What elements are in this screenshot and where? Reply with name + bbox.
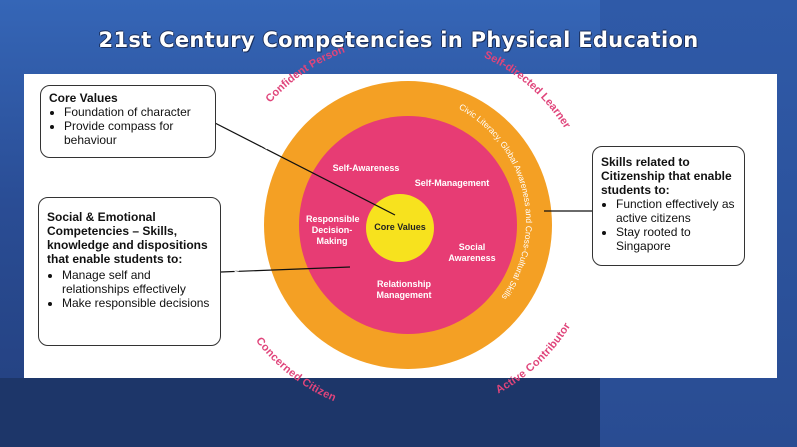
callout-citizenship-heading: Skills related to Citizenship that enabl…: [601, 155, 732, 197]
outcome-confident-person: Confident Person: [264, 43, 347, 105]
slide-title: 21st Century Competencies in Physical Ed…: [98, 28, 699, 52]
callout-social-emotional: Social & Emotional Competencies – Skills…: [38, 197, 221, 346]
core-values-label: Core Values: [374, 222, 426, 232]
callout-sec-heading: Social & Emotional Competencies – Skills…: [47, 210, 208, 266]
list-item: Provide compass for behaviour: [64, 119, 207, 147]
callout-core-list: Foundation of character Provide compass …: [49, 105, 207, 147]
callout-citizenship: Skills related to Citizenship that enabl…: [592, 146, 745, 266]
sec-self-awareness: Self-Awareness: [332, 163, 400, 173]
background-bottom-band: [0, 378, 600, 447]
callout-citizenship-list: Function effectively as active citizens …: [601, 197, 736, 253]
outcome-concerned-citizen: Concerned Citizen: [253, 335, 338, 404]
sec-self-management: Self-Management: [414, 178, 490, 188]
sec-social-awareness: Social Awareness: [448, 242, 496, 263]
callout-core-heading: Core Values: [49, 91, 118, 105]
sec-relationship-management: Relationship Management: [376, 279, 432, 300]
list-item: Make responsible decisions: [62, 296, 212, 310]
list-item: Foundation of character: [64, 105, 207, 119]
list-item: Function effectively as active citizens: [616, 197, 736, 225]
list-item: Manage self and relationships effectivel…: [62, 268, 212, 296]
core-circle: [366, 194, 434, 262]
list-item: Stay rooted to Singapore: [616, 225, 736, 253]
callout-sec-list: Manage self and relationships effectivel…: [47, 268, 212, 310]
connector-sec: [220, 266, 351, 273]
outcome-active-contributor: Active Contributor: [494, 320, 574, 396]
sec-responsible-decision-making: Responsible Decision-Making: [306, 214, 360, 246]
callout-core-values: Core Values Foundation of character Prov…: [40, 85, 216, 158]
connector-core: [214, 122, 396, 216]
